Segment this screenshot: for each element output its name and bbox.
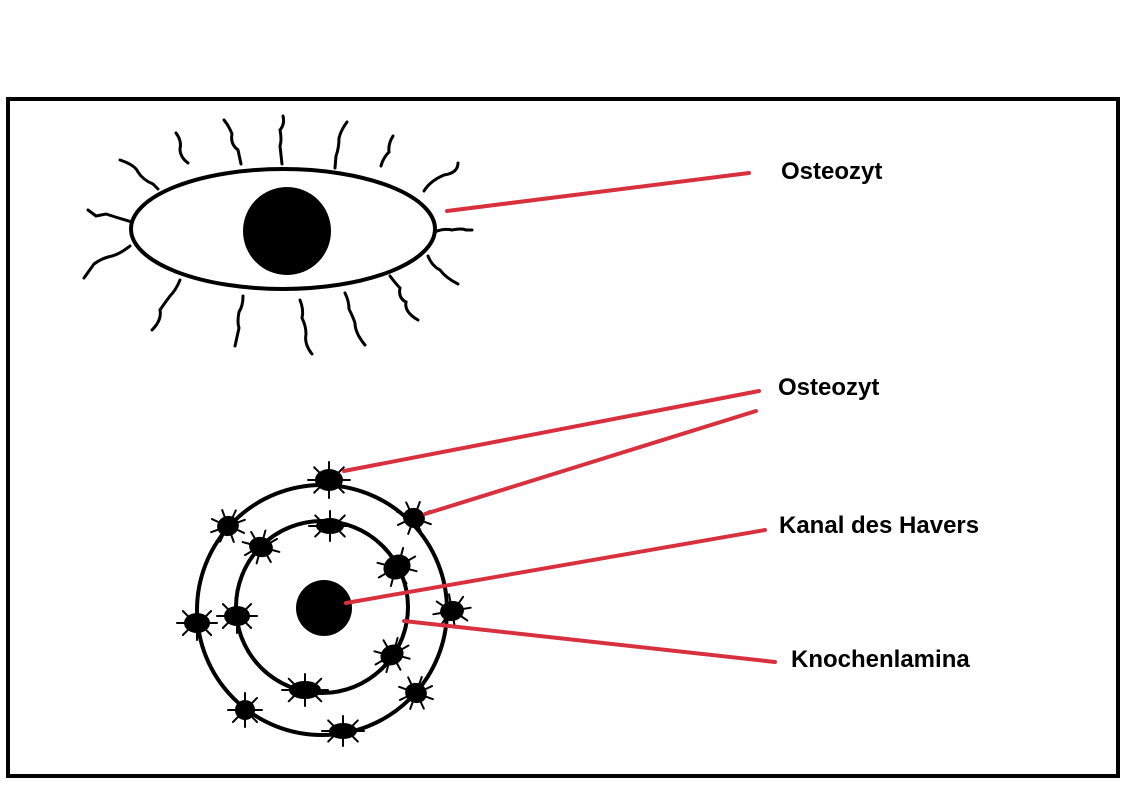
leader-line-osteozyt-bottom-b	[423, 409, 758, 516]
osteocyte-process	[233, 294, 245, 348]
osteocyte-lacuna	[307, 461, 351, 499]
leader-line-osteozyt-bottom-a	[342, 389, 761, 473]
osteocyte-lacuna	[321, 715, 365, 747]
osteocyte-process	[379, 134, 395, 168]
haversian-canal	[296, 580, 352, 636]
osteocyte-detail	[82, 114, 474, 356]
osteocyte-process	[86, 208, 134, 224]
osteocyte-lacuna	[398, 676, 434, 710]
osteocyte-process	[118, 158, 160, 191]
osteocyte-nucleus	[243, 187, 331, 275]
label-bone-lamella: Knochenlamina	[791, 646, 970, 673]
leader-line-kanal	[344, 528, 767, 605]
label-osteozyt-top: Osteozyt	[781, 158, 883, 185]
osteon	[176, 461, 472, 747]
osteocyte-process	[333, 120, 349, 170]
osteocyte-process	[150, 278, 182, 332]
osteocyte-process	[82, 244, 132, 280]
osteocyte-process	[222, 118, 243, 166]
osteocyte-lacuna	[373, 636, 411, 674]
diagram-frame	[6, 97, 1120, 778]
osteocyte-lacuna	[281, 673, 329, 707]
osteocyte-process	[388, 274, 420, 322]
leader-line-knochenlamina	[402, 619, 777, 664]
label-osteozyt-bottom: Osteozyt	[778, 374, 880, 401]
osteocyte-process	[422, 161, 460, 193]
osteocyte-process	[426, 254, 460, 286]
osteocyte-process	[174, 131, 190, 165]
osteocyte-lacuna	[210, 509, 246, 543]
osteocyte-process	[278, 114, 286, 166]
osteocyte-lacuna	[396, 501, 432, 535]
osteocyte-process	[343, 291, 367, 347]
osteocyte-lacuna	[241, 529, 281, 565]
label-haversian-canal: Kanal des Havers	[779, 512, 980, 539]
leader-lines	[342, 171, 777, 664]
osteocyte-process	[432, 227, 474, 234]
osteocyte-lacuna	[227, 692, 263, 728]
osteocyte-lacuna	[176, 605, 218, 641]
leader-line-osteozyt-top	[445, 171, 751, 213]
osteocyte-lacuna	[216, 598, 258, 634]
osteocyte-process	[298, 298, 314, 356]
osteocyte-lacunae	[176, 461, 472, 747]
osteocyte-lacuna	[308, 510, 352, 542]
osteocyte-lacuna	[376, 546, 418, 588]
